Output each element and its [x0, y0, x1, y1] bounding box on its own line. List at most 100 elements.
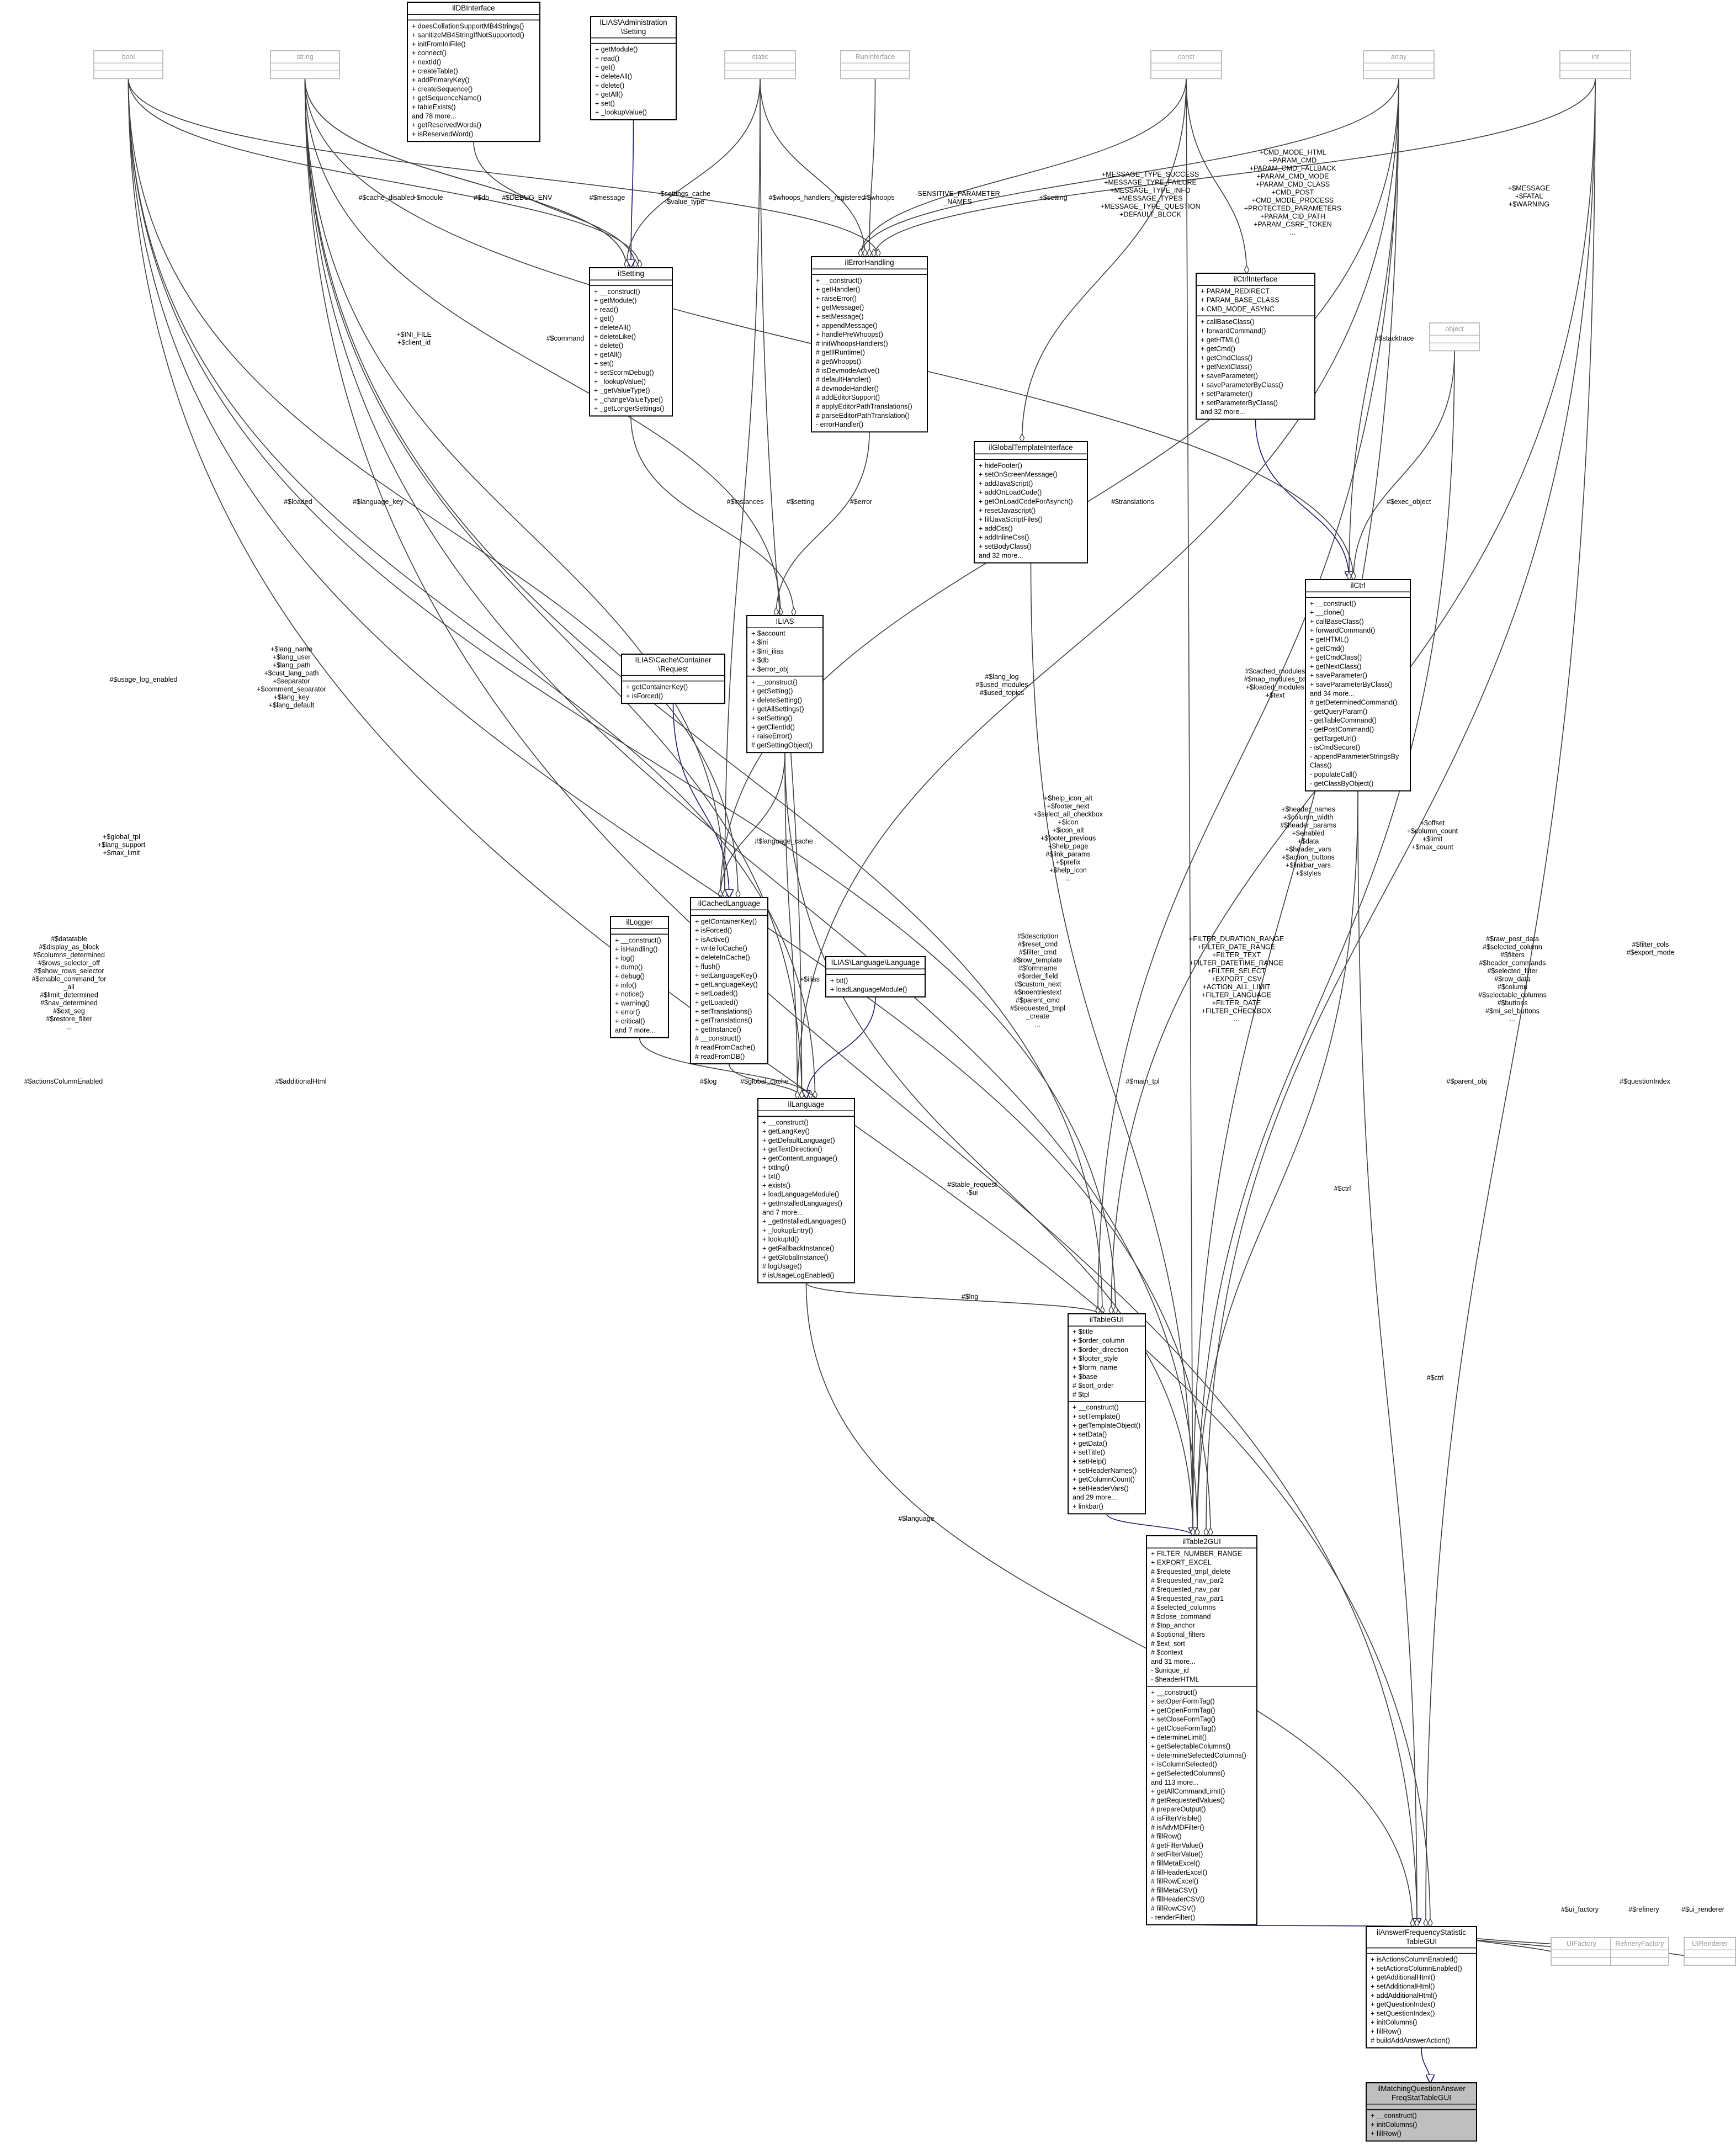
class-method: + exists() — [762, 1181, 790, 1189]
class-name: UIFactory — [1567, 1940, 1597, 1948]
class-name: \Setting — [621, 27, 646, 35]
class-name: ILIAS\Administration — [599, 18, 667, 26]
class-method: + __construct() — [1310, 599, 1356, 607]
class-method: + __construct() — [816, 277, 862, 284]
edge-label: #$ui_factory — [1561, 1906, 1599, 1913]
class-method: + log() — [615, 954, 635, 962]
association-edge — [760, 78, 865, 257]
edge-label: #$custom_next — [1015, 980, 1061, 988]
edge-label: +FILTER_DATETIME_RANGE — [1190, 959, 1283, 967]
class-node-ilias[interactable]: ILIAS+ $account+ $ini+ $ini_ilias+ $db+ … — [746, 615, 824, 754]
class-method: # fillHeaderCSV() — [1151, 1896, 1204, 1903]
class-name: ilTableGUI — [1090, 1315, 1124, 1324]
edge-label: +FILTER_LANGUAGE — [1202, 991, 1271, 999]
class-node-ilglobaltemplateinterface[interactable]: ilGlobalTemplateInterface+ hideFooter()+… — [974, 441, 1088, 564]
edge-label: #$order_field — [1018, 973, 1058, 980]
edge-label: +$cust_lang_path — [264, 670, 318, 677]
class-node-array[interactable]: array — [1363, 50, 1435, 79]
class-method: + getData() — [1073, 1440, 1107, 1447]
class-method: + getCmdClass() — [1310, 654, 1362, 661]
class-box — [407, 2, 540, 142]
class-node-ildbinterface[interactable]: ilDBInterface+ doesCollationSupportMB4St… — [407, 2, 540, 142]
class-node-iltable2gui[interactable]: ilTable2GUI+ FILTER_NUMBER_RANGE+ EXPORT… — [1146, 1535, 1257, 1925]
class-node-runinterface[interactable]: RunInterface — [840, 50, 910, 79]
class-method: # setFilterValue() — [1151, 1850, 1203, 1858]
edge-label: #$filters — [1500, 951, 1525, 959]
class-method: - getClassByObject() — [1310, 779, 1373, 787]
class-method: + addPrimaryKey() — [412, 76, 470, 84]
class-node-ilerrorhandling[interactable]: ilErrorHandling+ __construct()+ getHandl… — [811, 256, 928, 433]
edge-label: +$footer_previous — [1040, 835, 1096, 842]
edge-label: +DEFAULT_BLOCK — [1119, 211, 1182, 219]
class-method: + getSetting() — [751, 687, 793, 695]
edge-label: +PARAM_CSRF_TOKEN — [1254, 221, 1332, 229]
class-node-ilsetting[interactable]: ilSetting+ __construct()+ getModule()+ r… — [589, 267, 673, 417]
class-node-illogger[interactable]: ilLogger+ __construct()+ isHandling()+ l… — [610, 916, 669, 1038]
class-node-langlanguage[interactable]: ILIAS\Language\Language+ txt()+ loadLang… — [825, 956, 926, 998]
class-node-uifactory[interactable]: UIFactory — [1551, 1937, 1612, 1966]
class-method: + handlePreWhoops() — [816, 331, 883, 338]
class-method: + getSelectableColumns() — [1151, 1743, 1230, 1750]
class-node-ilctrl[interactable]: ilCtrl+ __construct()+ __clone()+ callBa… — [1305, 579, 1411, 792]
edge-label: #$columns_determined — [33, 951, 105, 959]
class-name: TableGUI — [1406, 1937, 1437, 1945]
class-method: + txtlng() — [762, 1164, 789, 1171]
class-node-int[interactable]: int — [1559, 50, 1631, 79]
class-method: + setQuestionIndex() — [1371, 2009, 1435, 2017]
class-method: + setTemplate() — [1073, 1413, 1121, 1420]
class-name: ilGlobalTemplateInterface — [989, 443, 1073, 452]
class-attribute: # $requested_nav_par2 — [1151, 1577, 1224, 1584]
class-node-ilcachedlanguage[interactable]: ilCachedLanguage+ getContainerKey()+ isF… — [690, 897, 768, 1065]
class-node-cacherequest[interactable]: ILIAS\Cache\Container\Request+ getContai… — [621, 654, 725, 704]
class-node-uirenderer[interactable]: UIRenderer — [1684, 1937, 1736, 1966]
edge-label: -$settings_cache — [659, 190, 711, 198]
edge-label: #$log — [700, 1078, 717, 1085]
class-method: - populateCall() — [1310, 771, 1357, 778]
class-node-const[interactable]: const — [1150, 50, 1222, 79]
class-node-static[interactable]: static — [724, 50, 796, 79]
edge-label: #$raw_post_data — [1486, 935, 1539, 943]
class-method: + setSetting() — [751, 714, 793, 722]
edge-label: -SENSITIVE_PARAMETER — [915, 190, 1000, 198]
class-method: + __clone() — [1310, 609, 1345, 617]
edge-label: +$FATAL — [1515, 193, 1543, 200]
class-node-adminsetting[interactable]: ILIAS\Administration\Setting+ getModule(… — [590, 16, 677, 120]
class-method: + getCmd() — [1201, 345, 1235, 353]
class-node-iltablegui[interactable]: ilTableGUI+ $title+ $order_column+ $orde… — [1068, 1313, 1146, 1515]
class-method: + getOpenFormTag() — [1151, 1706, 1215, 1714]
class-method: # addEditorSupport() — [816, 394, 880, 401]
edge-label: #$global_cache — [740, 1078, 789, 1085]
edge-label: #$requested_tmpl — [1010, 1005, 1065, 1012]
class-node-matchtable[interactable]: ilMatchingQuestionAnswerFreqStatTableGUI… — [1366, 2082, 1477, 2142]
edge-label: +$MESSAGE — [1508, 184, 1550, 192]
class-method: + setTranslations() — [695, 1007, 752, 1015]
class-node-ilctrlinterface[interactable]: ilCtrlInterface+ PARAM_REDIRECT+ PARAM_B… — [1196, 273, 1315, 420]
edge-label: #$instances — [727, 498, 764, 506]
class-name: ilCtrlInterface — [1234, 275, 1278, 283]
class-method: + addOnLoadCode() — [979, 489, 1042, 496]
class-method: + deleteAll() — [595, 73, 632, 81]
class-node-object[interactable]: object — [1429, 322, 1480, 352]
edge-label: +$styles — [1296, 869, 1321, 877]
association-edge — [1426, 78, 1596, 1927]
class-attribute: # $close_command — [1151, 1612, 1211, 1620]
class-attribute: # $sort_order — [1073, 1382, 1113, 1389]
class-method: + getInstalledLanguages() — [762, 1200, 842, 1207]
edge-label: #$datatable — [51, 935, 87, 943]
class-method: + setCloseFormTag() — [1151, 1716, 1215, 1723]
class-method: + saveParameter() — [1201, 372, 1258, 380]
class-method: + __construct() — [751, 678, 798, 686]
edge-label: #$refinery — [1628, 1906, 1659, 1913]
class-method: + writeToCache() — [695, 945, 747, 952]
class-node-refineryfactory[interactable]: RefineryFactory — [1610, 1937, 1669, 1966]
class-node-bool[interactable]: bool — [93, 50, 163, 79]
class-node-string[interactable]: string — [270, 50, 340, 79]
class-name: ilSetting — [618, 269, 644, 278]
class-method: + txt() — [830, 977, 848, 984]
association-edge — [1197, 790, 1358, 1536]
class-method: - getTableCommand() — [1310, 717, 1377, 724]
association-edge — [861, 78, 1187, 257]
class-node-illanguage[interactable]: ilLanguage+ __construct()+ getLangKey()+… — [757, 1098, 855, 1283]
edge-label: +FILTER_DATE_RANGE — [1198, 943, 1275, 951]
